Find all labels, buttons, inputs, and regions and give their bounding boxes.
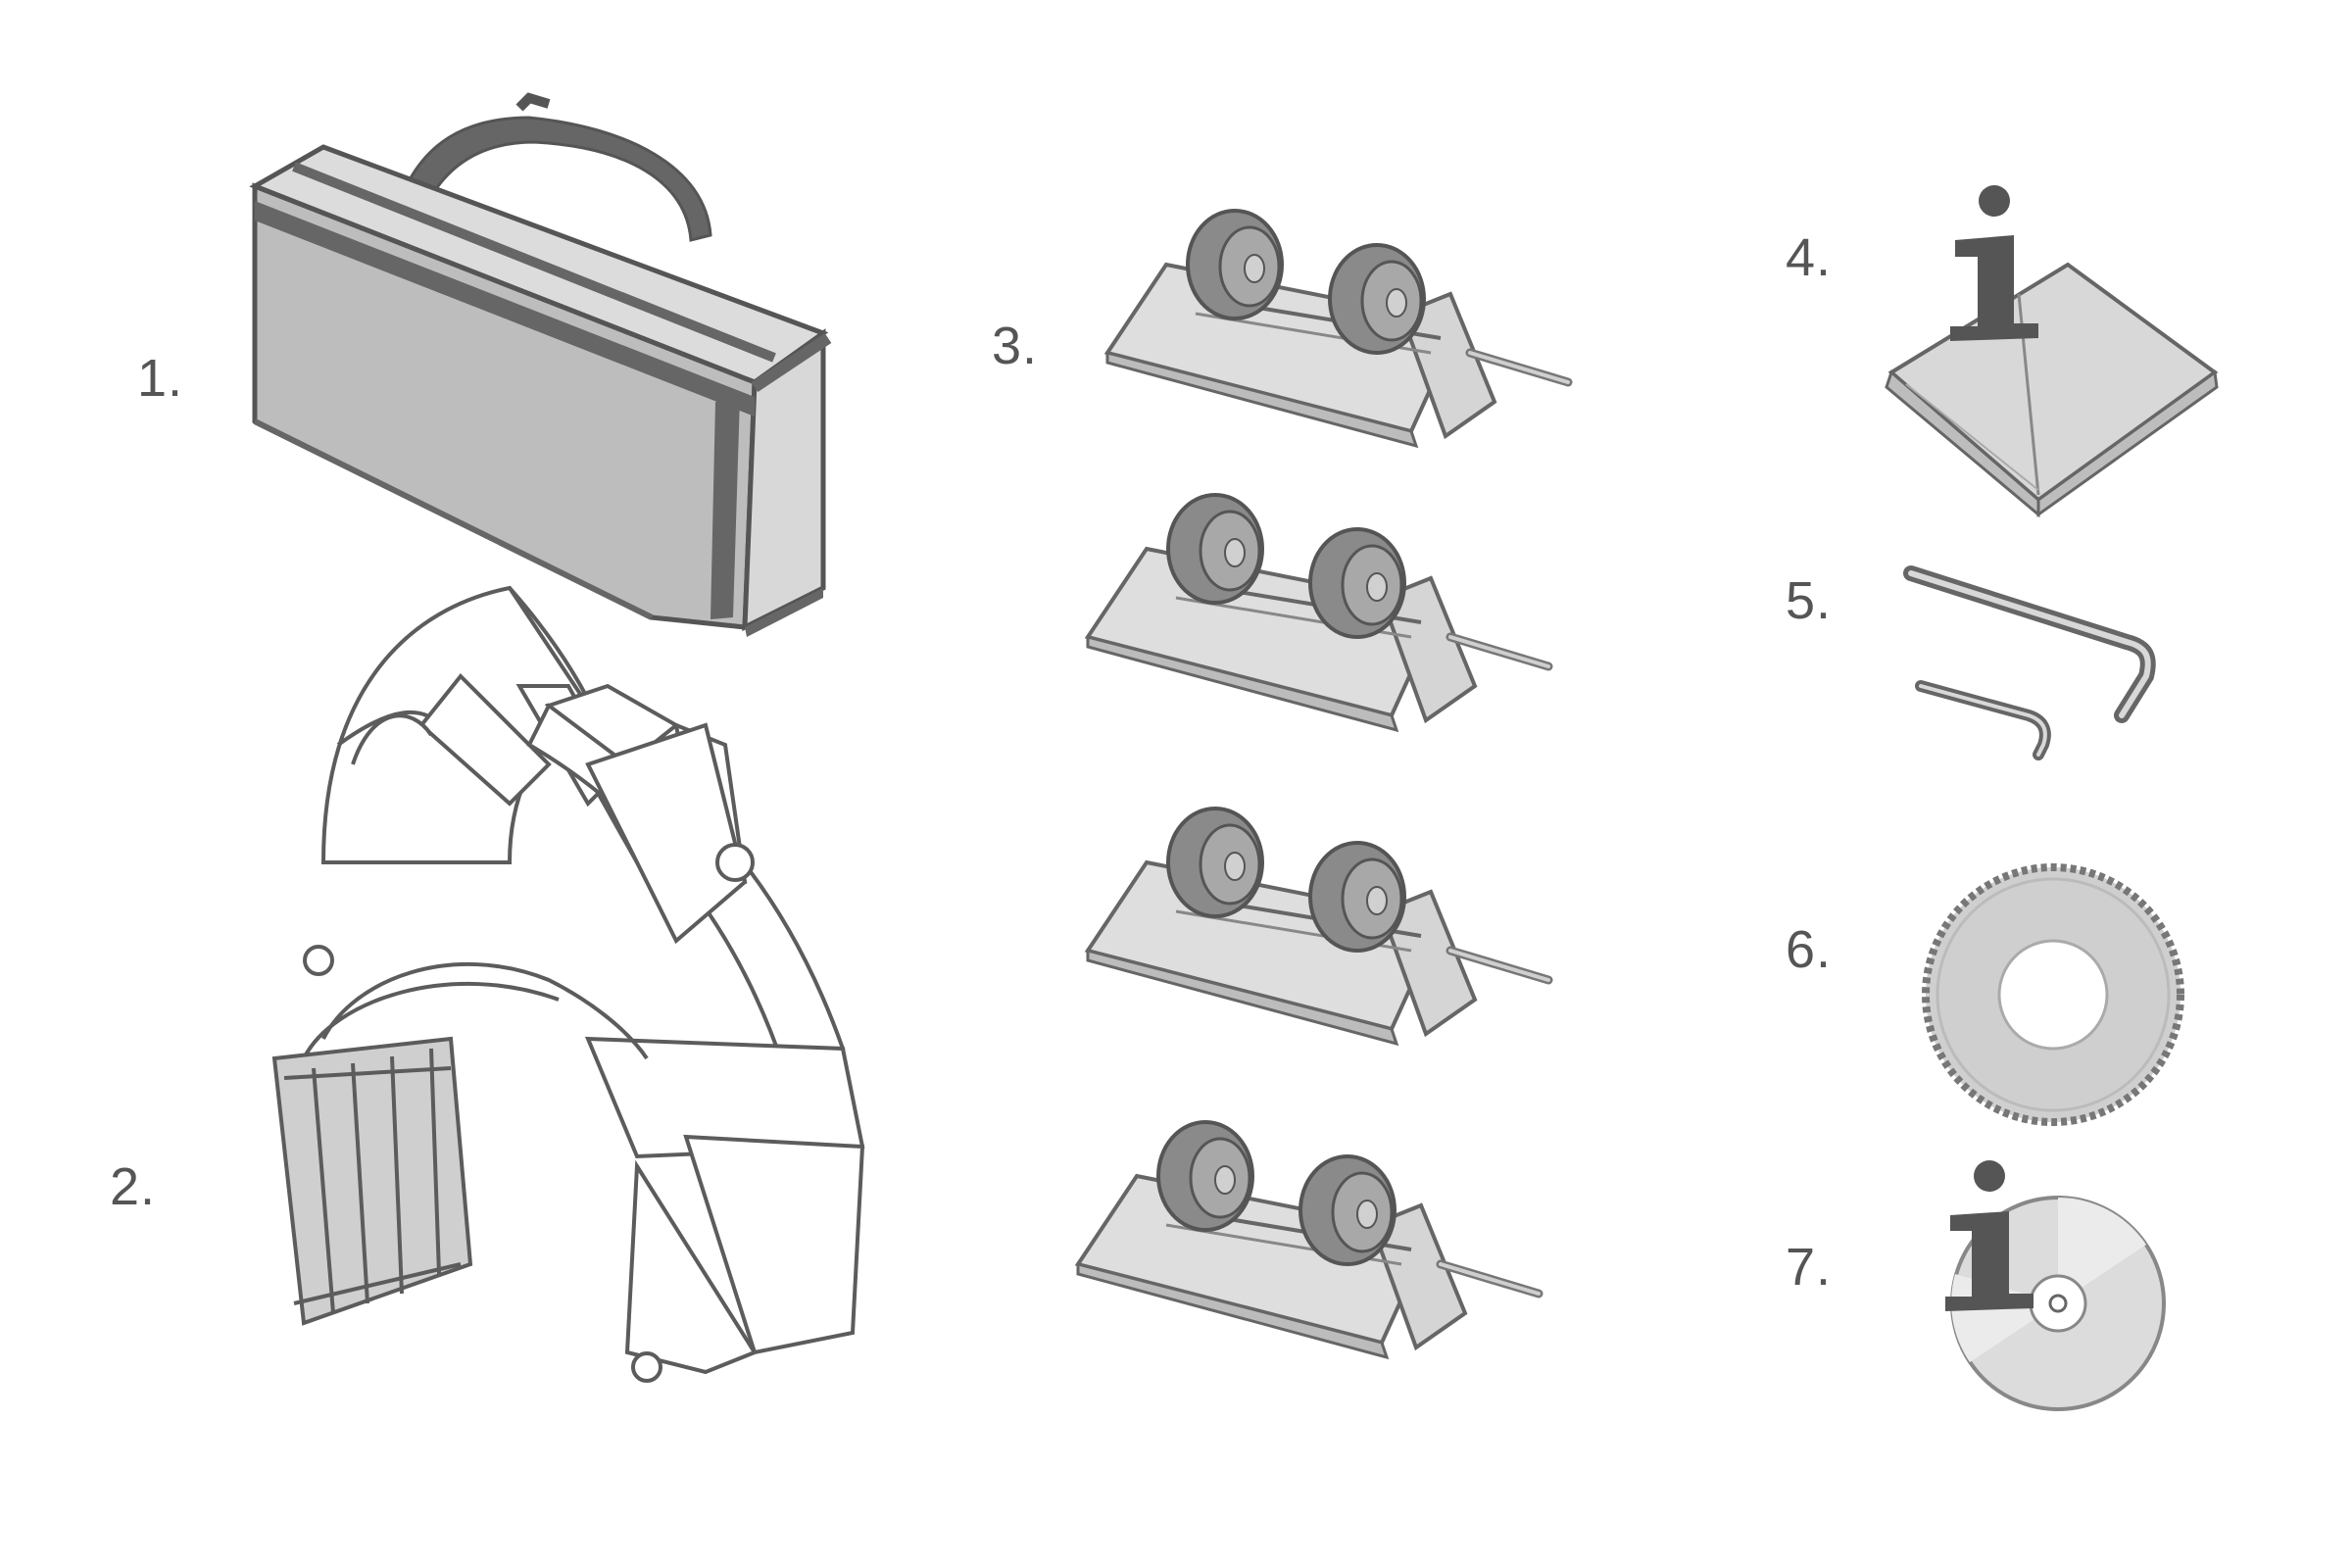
label-item-4: 4. — [1786, 228, 1833, 287]
cutting-disc-illustration — [1922, 863, 2184, 1126]
manual-info-icon — [1885, 185, 2219, 518]
label-item-6: 6. — [1786, 920, 1833, 979]
carrying-bag-illustration — [249, 92, 832, 637]
label-item-2: 2. — [110, 1157, 157, 1216]
carriage-illustration-4 — [1078, 1122, 1539, 1357]
hex-keys-illustration — [1903, 565, 2156, 760]
label-item-3: 3. — [992, 317, 1039, 375]
label-item-1: 1. — [137, 349, 184, 408]
label-item-5: 5. — [1786, 571, 1833, 630]
carriage-illustration-3 — [1088, 808, 1548, 1044]
carriage-illustration-1 — [1107, 211, 1568, 446]
carriage-illustration-2 — [1088, 495, 1548, 730]
device-illustration — [271, 585, 865, 1383]
label-item-7: 7. — [1786, 1238, 1833, 1297]
cd-info-icon — [1945, 1160, 2166, 1411]
